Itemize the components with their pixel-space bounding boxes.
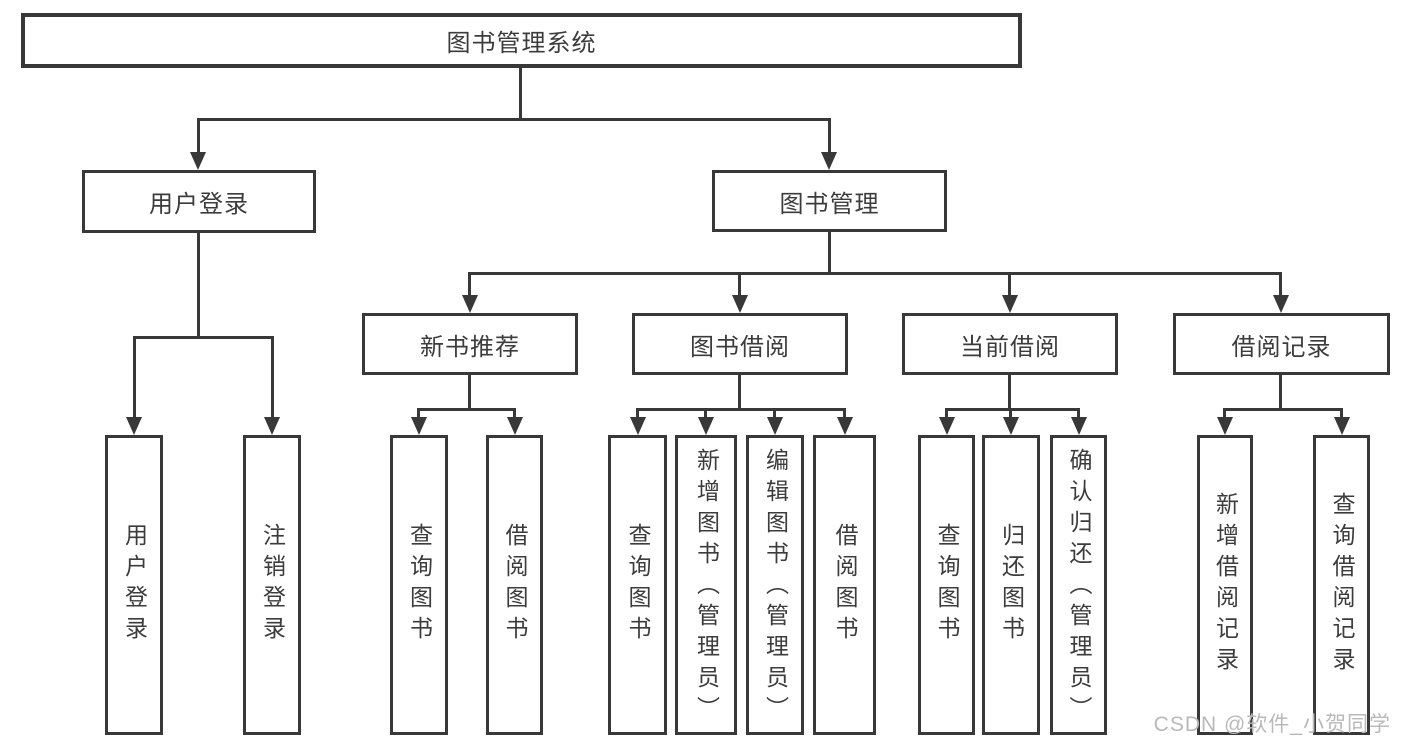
node-book-borrow-label: 图书借阅 <box>690 333 790 361</box>
arrowhead-borrow <box>732 295 748 313</box>
connector-management-rail <box>468 272 1282 275</box>
connector-root-stub <box>519 68 522 121</box>
connector-stem-current <box>1008 272 1011 296</box>
connector-records-stub <box>1279 375 1282 411</box>
node-borrow-records-label: 借阅记录 <box>1231 333 1332 361</box>
arrowhead-recommend <box>462 295 478 313</box>
arrowhead-leaf-b1 <box>698 417 714 435</box>
connector-stem-leaf-c2 <box>1077 408 1080 418</box>
node-new-book-recommend-label: 新书推荐 <box>420 333 520 361</box>
leaf-query-borrow-record-label: 查询借阅记录 <box>1329 492 1355 678</box>
leaf-query-books-2-label: 查询图书 <box>625 523 651 647</box>
arrowhead-records <box>1273 295 1289 313</box>
connector-recommend-stub <box>468 375 471 411</box>
connector-borrow-stub <box>738 375 741 411</box>
arrowhead-leaf-rc1 <box>1334 417 1350 435</box>
leaf-confirm-return-admin-label: 确认归还（管理员） <box>1066 448 1092 727</box>
connector-current-rail <box>945 408 1080 411</box>
leaf-add-borrow-record: 新增借阅记录 <box>1197 435 1253 735</box>
connector-user-stub <box>197 233 200 339</box>
connector-stem-leaf-r1 <box>513 408 516 418</box>
node-book-management-label: 图书管理 <box>779 190 880 218</box>
leaf-query-books-1: 查询图书 <box>390 435 448 735</box>
connector-stem-leaf-rc0 <box>1223 408 1226 418</box>
leaf-borrow-books-2: 借阅图书 <box>813 435 876 735</box>
arrowhead-leaf-b3 <box>837 417 853 435</box>
connector-management-stub <box>828 232 831 275</box>
connector-stem-leaf-b3 <box>843 408 846 418</box>
node-book-management: 图书管理 <box>712 170 947 232</box>
arrowhead-leaf-b2 <box>767 417 783 435</box>
connector-current-stub <box>1008 375 1011 411</box>
leaf-add-books-admin: 新增图书（管理员） <box>675 435 737 735</box>
leaf-edit-books-admin: 编辑图书（管理员） <box>746 435 804 735</box>
leaf-borrow-books-2-label: 借阅图书 <box>832 523 858 647</box>
node-user-login-label: 用户登录 <box>149 191 249 218</box>
connector-stem-leaf-b0 <box>636 408 639 418</box>
leaf-borrow-books-1: 借阅图书 <box>486 435 543 735</box>
connector-stem-leaf-b2 <box>773 408 776 418</box>
node-borrow-records: 借阅记录 <box>1173 313 1390 375</box>
connector-borrow-rail <box>636 408 846 411</box>
connector-stem-leaf-c0 <box>945 408 948 418</box>
connector-root-rail <box>197 118 831 121</box>
arrowhead-leaf-logout <box>264 417 280 435</box>
connector-stem-book-management <box>828 118 831 154</box>
arrowhead-leaf-rc0 <box>1217 417 1233 435</box>
connector-stem-leaf-r0 <box>417 408 420 418</box>
connector-user-rail <box>133 336 274 339</box>
connector-stem-user-login <box>197 118 200 154</box>
arrowhead-leaf-c2 <box>1071 417 1087 435</box>
connector-stem-leaf-user-login <box>133 336 136 418</box>
arrowhead-leaf-r0 <box>411 417 427 435</box>
arrowhead-leaf-c0 <box>939 417 955 435</box>
leaf-query-books-3-label: 查询图书 <box>934 523 960 647</box>
arrowhead-current <box>1002 295 1018 313</box>
connector-recommend-rail <box>417 408 516 411</box>
connector-stem-recommend <box>468 272 471 296</box>
node-new-book-recommend: 新书推荐 <box>362 313 578 375</box>
leaf-logout-label: 注销登录 <box>259 523 286 647</box>
arrowhead-book-management <box>821 152 837 170</box>
leaf-query-borrow-record: 查询借阅记录 <box>1313 435 1370 735</box>
leaf-return-books-label: 归还图书 <box>998 523 1025 647</box>
leaf-borrow-books-1-label: 借阅图书 <box>502 523 528 647</box>
connector-records-rail <box>1223 408 1343 411</box>
leaf-add-borrow-record-label: 新增借阅记录 <box>1212 492 1239 678</box>
connector-stem-leaf-b1 <box>704 408 707 418</box>
leaf-user-login-label: 用户登录 <box>121 523 148 647</box>
csdn-watermark: CSDN @软件_小贺同学 <box>1153 713 1391 736</box>
arrowhead-user-login <box>190 152 206 170</box>
connector-stem-leaf-rc1 <box>1340 408 1343 418</box>
leaf-query-books-1-label: 查询图书 <box>406 523 433 647</box>
leaf-return-books: 归还图书 <box>982 435 1040 735</box>
leaf-query-books-2: 查询图书 <box>608 435 667 735</box>
arrowhead-leaf-r1 <box>507 417 523 435</box>
leaf-user-login: 用户登录 <box>105 435 163 735</box>
node-current-borrow: 当前借阅 <box>902 313 1118 375</box>
node-user-login: 用户登录 <box>82 170 316 233</box>
arrowhead-leaf-c1 <box>1003 417 1019 435</box>
node-book-borrow: 图书借阅 <box>632 313 848 375</box>
node-root: 图书管理系统 <box>21 13 1022 68</box>
leaf-edit-books-admin-label: 编辑图书（管理员） <box>762 448 789 727</box>
leaf-confirm-return-admin: 确认归还（管理员） <box>1050 435 1107 735</box>
connector-stem-leaf-logout <box>271 336 274 418</box>
arrowhead-leaf-b0 <box>630 417 646 435</box>
connector-stem-leaf-c1 <box>1009 408 1012 418</box>
node-root-label: 图书管理系统 <box>446 30 597 57</box>
arrowhead-leaf-user-login <box>126 417 142 435</box>
connector-stem-records <box>1279 272 1282 296</box>
leaf-add-books-admin-label: 新增图书（管理员） <box>693 448 720 727</box>
leaf-query-books-3: 查询图书 <box>918 435 975 735</box>
connector-stem-borrow <box>738 272 741 296</box>
node-current-borrow-label: 当前借阅 <box>960 333 1060 361</box>
leaf-logout: 注销登录 <box>243 435 301 735</box>
